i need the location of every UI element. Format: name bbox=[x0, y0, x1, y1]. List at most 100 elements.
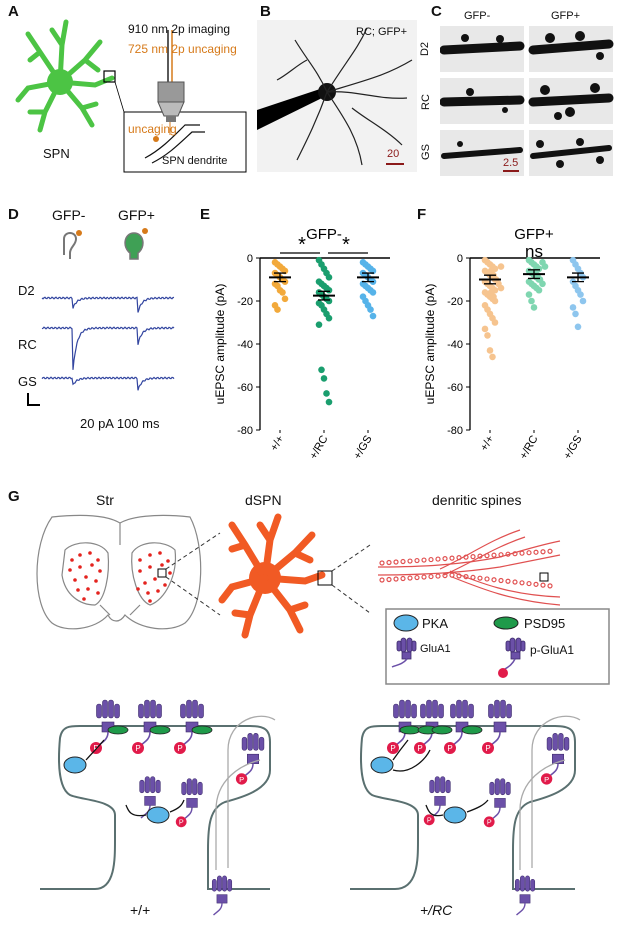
neuron-dot bbox=[153, 577, 157, 581]
neuron-dot bbox=[163, 583, 167, 587]
brain-section-icon bbox=[36, 514, 202, 630]
spine-dot bbox=[456, 573, 462, 579]
arrow bbox=[392, 739, 409, 761]
data-point bbox=[497, 263, 505, 270]
data-point bbox=[279, 289, 286, 296]
neuron-dot bbox=[76, 588, 80, 592]
panel-b-scale: 20 bbox=[387, 148, 400, 160]
x-tick-label: +/GS bbox=[562, 434, 585, 462]
panel-d-scale: 20 pA 100 ms bbox=[80, 416, 160, 431]
data-point bbox=[535, 286, 543, 294]
neuron-dot bbox=[88, 551, 92, 555]
sem-bar bbox=[318, 290, 330, 301]
x-tick-label: +/RC bbox=[518, 433, 541, 461]
psd95-icon bbox=[431, 725, 453, 735]
legend-pka: PKA bbox=[422, 616, 449, 631]
y-tick-label: -20 bbox=[447, 296, 463, 308]
geno-left-label: +/+ bbox=[130, 902, 151, 918]
spine-dot bbox=[414, 557, 420, 564]
pka-icon bbox=[146, 806, 170, 824]
uepsc-trace bbox=[41, 296, 109, 309]
neuron-dot bbox=[138, 569, 142, 573]
panel-label-g: G bbox=[8, 488, 20, 505]
neuron-dot bbox=[138, 558, 142, 562]
y-tick-label: -80 bbox=[237, 425, 253, 437]
panel-b-micrograph bbox=[257, 20, 417, 172]
panel-a-diagram bbox=[15, 19, 247, 173]
spine-dot bbox=[484, 576, 490, 582]
x-tick-label: +/GS bbox=[352, 434, 375, 462]
objective-icon bbox=[157, 81, 185, 122]
data-point bbox=[530, 304, 538, 311]
spine-dot bbox=[505, 551, 511, 557]
data-point bbox=[369, 312, 377, 320]
panel-b-scalebar bbox=[386, 163, 404, 165]
y-tick-label: -40 bbox=[447, 339, 463, 351]
uncaging-inset bbox=[123, 111, 247, 173]
spine-dot bbox=[428, 556, 434, 563]
legend-pglua1: p-GluA1 bbox=[530, 643, 575, 657]
arrow bbox=[466, 799, 489, 813]
neuron-dot bbox=[68, 568, 72, 572]
neuron-dot bbox=[82, 597, 86, 601]
data-point bbox=[484, 332, 491, 339]
arrow bbox=[125, 804, 147, 817]
panel-d-row-gs: GS bbox=[18, 374, 37, 389]
arrow bbox=[425, 804, 444, 817]
data-point bbox=[569, 304, 577, 311]
geno-right-label: +/RC bbox=[420, 902, 453, 918]
spine-dot bbox=[526, 580, 532, 587]
panel-label-f: F bbox=[417, 206, 427, 223]
panel-d-col1: GFP- bbox=[52, 207, 86, 223]
panel-d-col2: GFP+ bbox=[118, 207, 155, 223]
data-point bbox=[539, 280, 546, 288]
panel-c-col1: GFP- bbox=[464, 10, 491, 22]
y-tick-label: -40 bbox=[237, 339, 253, 351]
zoom-box bbox=[103, 70, 116, 83]
pglua1-icon bbox=[498, 637, 526, 678]
sem-bar bbox=[274, 272, 286, 283]
glua1-receptor-icon bbox=[139, 776, 161, 819]
spine-gfp-pos-icon bbox=[124, 232, 144, 260]
spine-dot bbox=[491, 577, 497, 583]
data-point bbox=[491, 319, 499, 326]
y-tick-label: 0 bbox=[457, 253, 463, 265]
x-tick-label: +/RC bbox=[308, 433, 331, 461]
data-point bbox=[323, 390, 330, 397]
dspn-label: dSPN bbox=[245, 492, 282, 508]
sem-bar bbox=[362, 272, 374, 283]
data-point bbox=[579, 297, 587, 305]
neuron-dot bbox=[90, 563, 94, 567]
uepsc-trace bbox=[41, 376, 109, 386]
data-point bbox=[320, 375, 328, 382]
glua1-receptor-icon bbox=[514, 875, 536, 916]
significance-marker: * bbox=[298, 234, 306, 256]
spine-dot bbox=[435, 556, 441, 562]
panel-c-col2: GFP+ bbox=[551, 10, 581, 22]
svg-text:P: P bbox=[447, 744, 452, 753]
neuron-dot bbox=[168, 571, 172, 575]
spine-dot bbox=[421, 557, 427, 563]
spine-dot bbox=[428, 573, 434, 580]
y-tick-label: -60 bbox=[237, 382, 253, 394]
data-point bbox=[577, 291, 584, 298]
glua1-icon bbox=[391, 637, 417, 668]
pglua1-receptor-icon: P bbox=[482, 699, 512, 754]
chart-title: GFP- bbox=[306, 226, 342, 243]
spine-dot bbox=[400, 575, 406, 582]
y-tick-label: -20 bbox=[237, 296, 253, 308]
arrow bbox=[85, 739, 105, 761]
neuron-dot bbox=[156, 589, 160, 593]
data-point bbox=[325, 274, 333, 281]
neuron-dot bbox=[96, 558, 100, 562]
panel-d-row-d2: D2 bbox=[18, 283, 35, 298]
spine-dot bbox=[463, 554, 469, 560]
neuron-dot bbox=[94, 579, 98, 583]
pglua1-receptor-icon: P bbox=[175, 778, 203, 828]
x-tick-label: +/+ bbox=[268, 434, 286, 454]
data-point bbox=[367, 306, 374, 313]
spine-dot bbox=[470, 554, 476, 560]
sem-bar bbox=[484, 274, 496, 285]
